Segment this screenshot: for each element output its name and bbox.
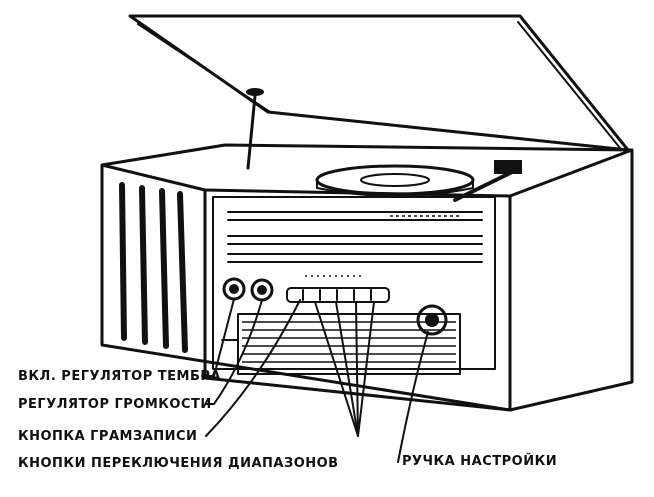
push-buttons — [286, 275, 390, 303]
label-record-button: КНОПКА ГРАМЗАПИСИ — [18, 429, 198, 444]
label-tuning-knob: РУЧКА НАСТРОЙКИ — [402, 454, 558, 469]
lid-support-rod — [246, 88, 264, 170]
tone-knob — [222, 277, 246, 301]
tuning-scale — [227, 211, 483, 263]
label-tone-switch: ВКЛ. РЕГУЛЯТОР ТЕМБРА — [18, 369, 221, 384]
tonearm — [453, 160, 522, 202]
cabinet — [100, 143, 634, 412]
front-panel — [212, 196, 496, 370]
volume-knob — [250, 278, 274, 302]
lid — [128, 14, 630, 152]
label-band-buttons: КНОПКИ ПЕРЕКЛЮЧЕНИЯ ДИАПАЗОНОВ — [18, 456, 339, 471]
label-volume: РЕГУЛЯТОР ГРОМКОСТИ — [18, 397, 212, 412]
tuning-knob — [416, 304, 448, 336]
lower-grille — [221, 313, 461, 375]
speaker-grille — [119, 182, 188, 353]
leader-lines — [201, 298, 429, 463]
